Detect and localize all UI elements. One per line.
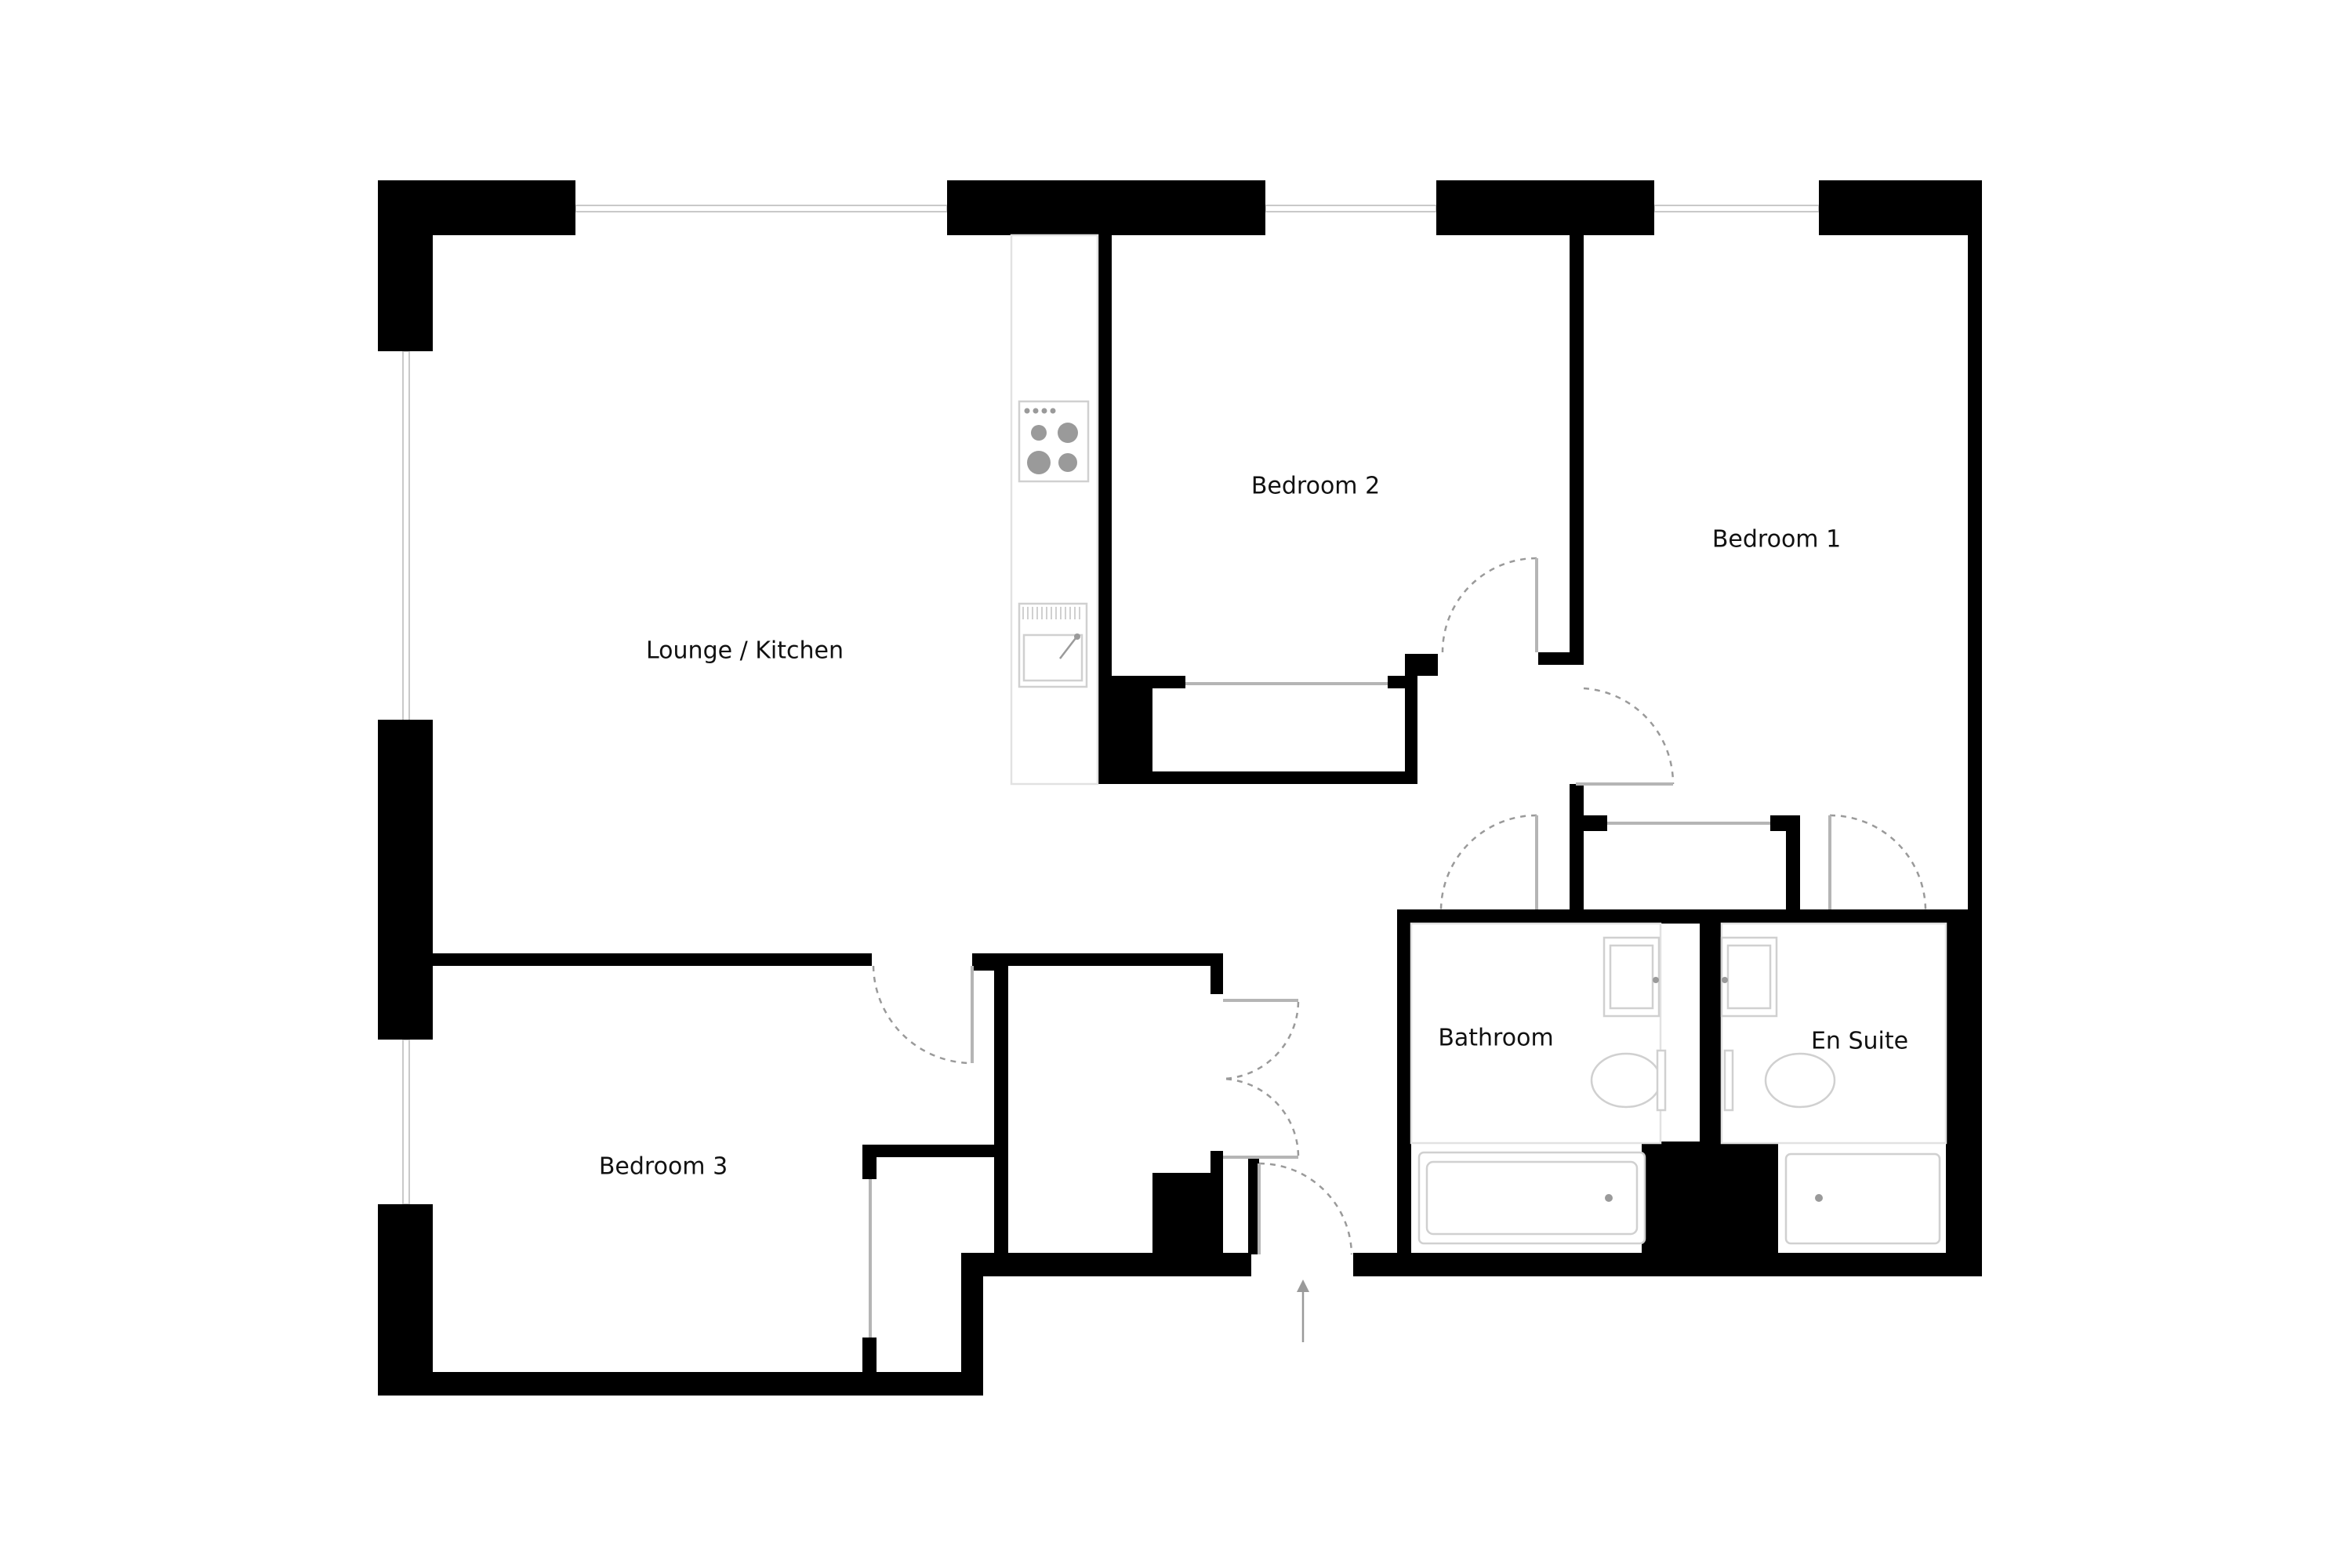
wall [1642,1142,1778,1253]
wall [1098,771,1417,784]
room-label-lounge-kitchen: Lounge / Kitchen [646,637,844,665]
wall [1098,676,1185,688]
wall [972,953,994,971]
door-bathroom [1439,814,1537,910]
wall [1570,235,1584,663]
room-label-bathroom: Bathroom [1438,1024,1554,1052]
wall [1152,1173,1223,1254]
room-label-bedroom-3: Bedroom 3 [598,1152,728,1181]
wall [947,180,1265,235]
wall [862,1145,994,1157]
wall [1397,909,1411,1254]
toilet-icon [1590,1049,1667,1112]
door-store-lower [1222,1077,1300,1159]
kitchen-sink-icon [1018,602,1088,688]
wall [862,1145,877,1179]
wall [1210,1151,1223,1173]
door-en-suite [1829,814,1927,910]
door-bedroom-2 [1441,557,1537,653]
room-label-bedroom-1: Bedroom 1 [1711,525,1842,554]
wall [1436,180,1654,235]
wall [961,1253,1251,1276]
wall [1098,676,1152,784]
wall [1786,815,1800,919]
wall [961,1253,983,1396]
window-left-bedroom-3 [402,1039,410,1205]
wall [433,953,872,966]
wall [994,953,1008,1254]
door-entrance [1258,1162,1353,1255]
window-top-lounge [575,205,948,212]
wall [378,720,433,1040]
en-suite-fixtures [1720,922,1947,1245]
wall [378,180,433,351]
wall [1700,924,1722,1142]
wall [378,1372,983,1396]
window-left-lounge [402,350,410,722]
wall [972,953,1223,966]
wall [1210,953,1223,994]
wall [1248,1157,1259,1254]
wall [1098,235,1112,784]
wall [1353,1253,1982,1276]
kitchen-counter [1010,234,1099,786]
wall [1946,913,1982,1276]
wall [1819,180,1982,235]
basin-icon [1720,936,1778,1018]
wall [378,1204,433,1396]
basin-icon [1602,936,1661,1018]
bath-icon [1417,1151,1646,1245]
window-top-bedroom-2 [1265,205,1437,212]
window-top-bedroom-1 [1653,205,1820,212]
wall [862,1338,877,1372]
wall [1388,676,1417,688]
wall [1570,784,1584,919]
wall [1397,909,1439,924]
shower-tray-icon [1784,1152,1941,1245]
toilet-icon [1723,1049,1836,1112]
kitchen-worktop [1010,234,1099,786]
entrance-arrow-icon [1297,1279,1309,1342]
wall [1405,654,1438,676]
hob-icon [1018,400,1090,483]
bathroom-fixtures [1410,922,1667,1245]
walls [378,180,1982,1396]
door-store-upper [1222,999,1300,1080]
wall [1538,652,1584,665]
wall [1405,676,1417,784]
wall [1397,909,1974,924]
door-bedroom-1 [1583,687,1675,785]
door-bedroom-3 [872,965,973,1065]
room-label-bedroom-2: Bedroom 2 [1250,472,1381,500]
room-label-en-suite: En Suite [1810,1027,1909,1055]
wall [1570,815,1607,831]
doors [869,557,1927,1338]
